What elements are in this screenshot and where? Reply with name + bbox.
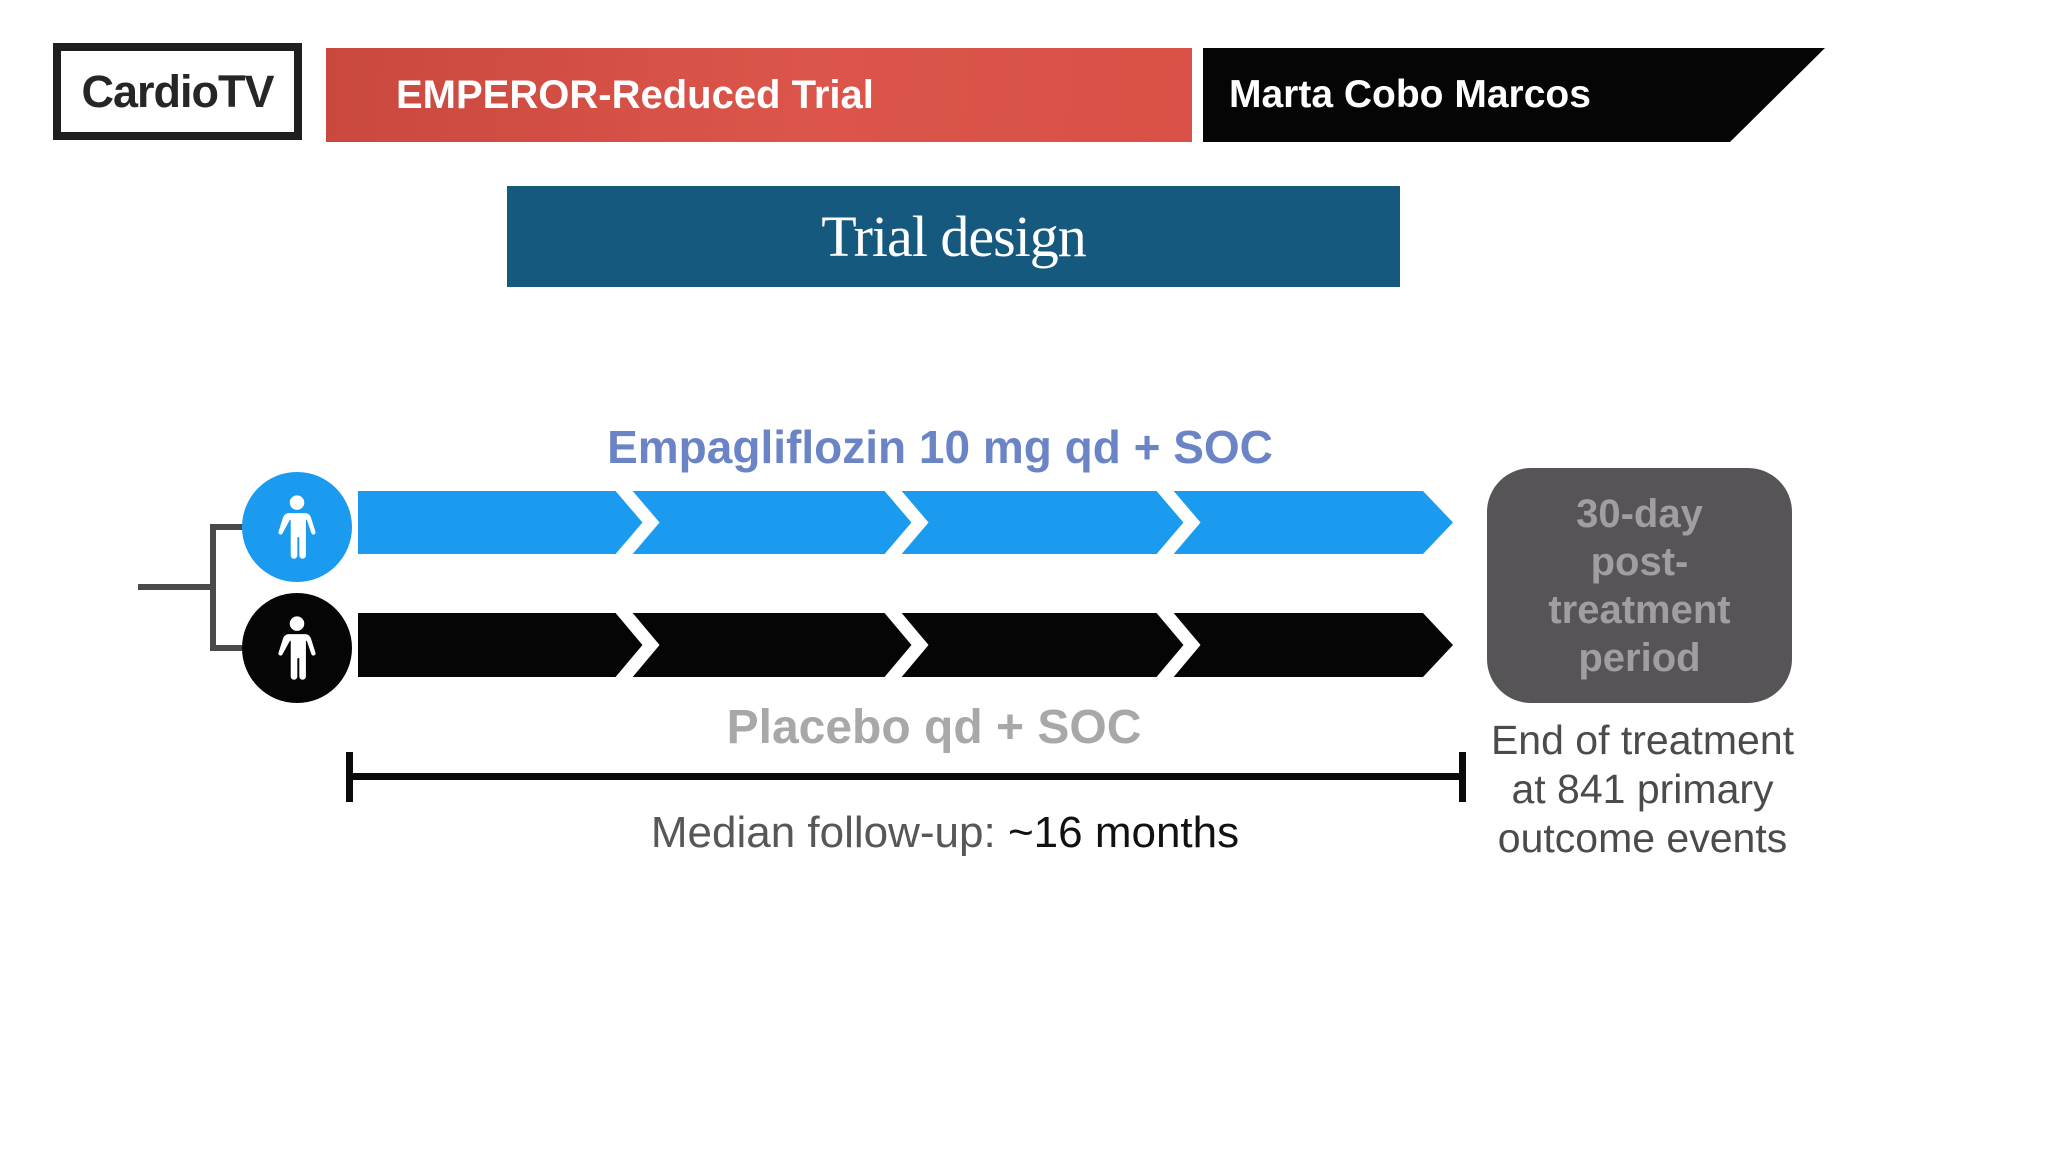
cardiotv-logo-text: CardioTV <box>81 65 274 117</box>
cardiotv-logo: CardioTV <box>53 43 302 140</box>
bracket-bottom-arm <box>210 645 246 651</box>
empagliflozin-arrow <box>358 491 1453 554</box>
bracket-vertical-line <box>210 524 216 651</box>
chevron-arrow-graphic <box>358 613 1453 677</box>
trial-name-banner: EMPEROR-Reduced Trial <box>326 48 1192 142</box>
presenter-banner-label: Marta Cobo Marcos <box>1229 73 1591 116</box>
empagliflozin-patient-badge <box>242 472 352 582</box>
presenter-banner: Marta Cobo Marcos <box>1203 48 1825 142</box>
placebo-patient-badge <box>242 593 352 703</box>
post-treatment-box: 30-day post- treatment period <box>1487 468 1792 703</box>
followup-label: Median follow-up: ~16 months <box>445 808 1445 858</box>
placebo-arm-label: Placebo qd + SOC <box>726 701 1142 754</box>
empagliflozin-arm-label: Empagliflozin 10 mg qd + SOC <box>607 421 1273 473</box>
followup-timeline-right-tick <box>1459 752 1466 802</box>
person-icon <box>278 495 316 559</box>
bracket-stub-line <box>138 584 213 590</box>
followup-timeline-left-tick <box>346 752 353 802</box>
trial-design-title: Trial design <box>821 204 1087 269</box>
person-icon <box>278 616 316 680</box>
bracket-top-arm <box>210 524 246 530</box>
followup-label-value: ~16 months <box>1007 808 1240 857</box>
placebo-arrow <box>358 613 1453 677</box>
end-of-treatment-note: End of treatment at 841 primary outcome … <box>1490 717 1795 861</box>
trial-name-banner-label: EMPEROR-Reduced Trial <box>396 72 874 117</box>
trial-design-title-box: Trial design <box>507 186 1400 287</box>
followup-label-prefix: Median follow-up: <box>650 808 1008 857</box>
followup-timeline-line <box>349 773 1466 780</box>
post-treatment-box-label: 30-day post- treatment period <box>1548 491 1731 680</box>
chevron-arrow-graphic <box>358 491 1453 554</box>
